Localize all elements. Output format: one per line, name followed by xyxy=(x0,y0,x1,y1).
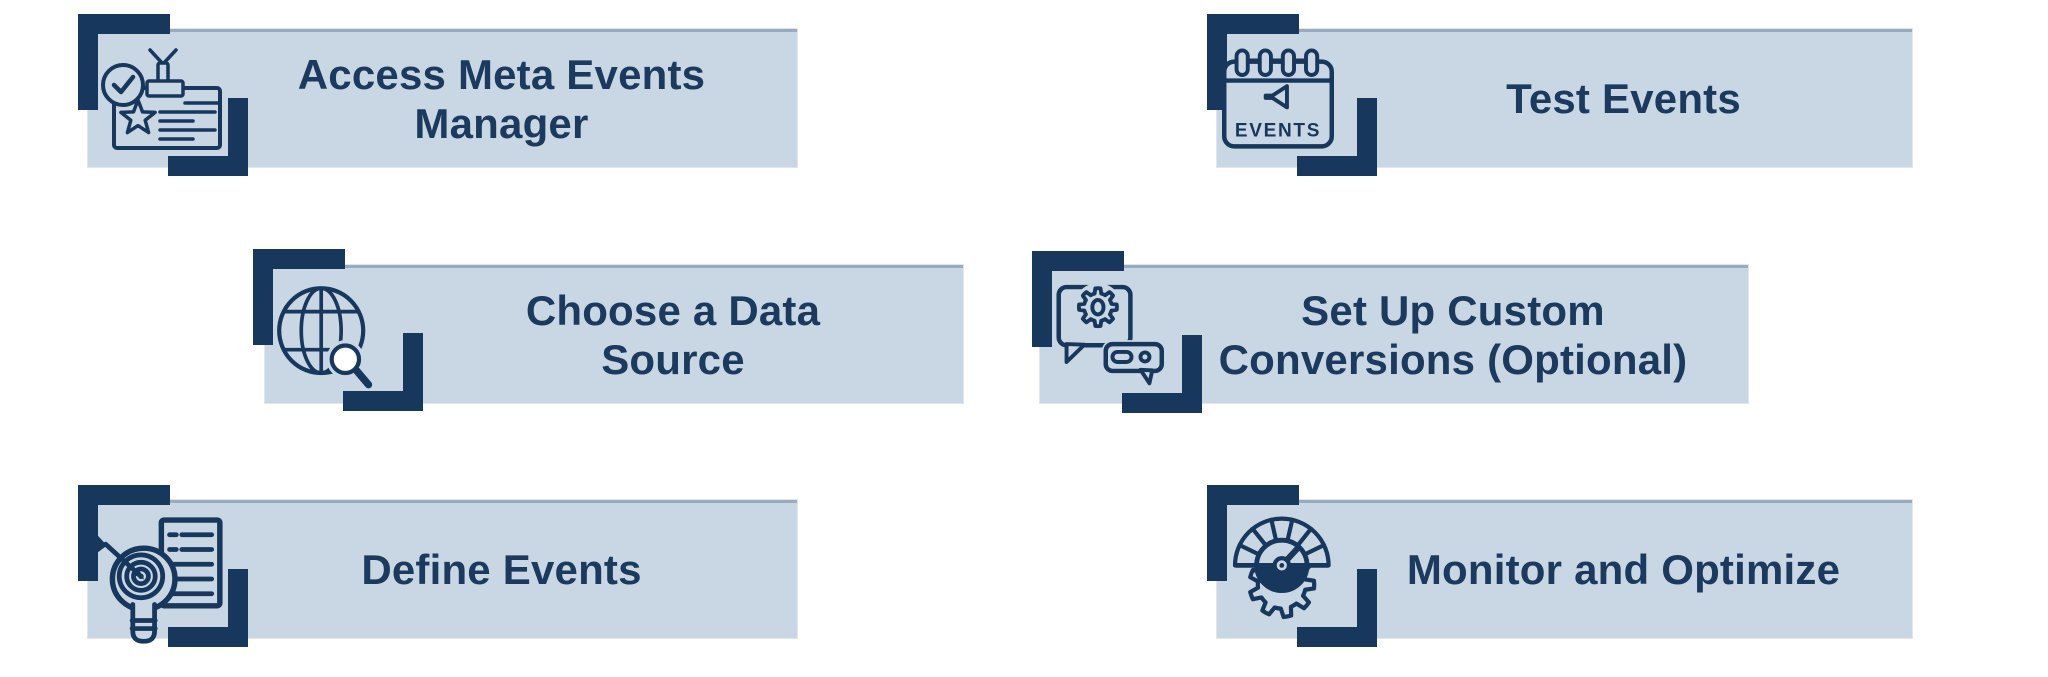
step-label-line: Monitor and Optimize xyxy=(1406,546,1841,594)
step-label: Set Up Custom Conversions (Optional) xyxy=(1219,287,1688,384)
bracket-top-left-decoration xyxy=(1032,251,1124,347)
bracket-top-left-decoration xyxy=(253,249,345,345)
step-banner: Monitor and Optimize xyxy=(1217,500,1912,638)
step-label: Define Events xyxy=(361,546,641,595)
step-label-line: Choose a Data xyxy=(525,286,821,334)
bracket-bottom-right-decoration xyxy=(1122,335,1202,413)
step-label: Monitor and Optimize xyxy=(1407,546,1840,595)
badge-check-icon xyxy=(101,46,223,158)
step-label: Access Meta Events Manager xyxy=(298,51,705,148)
step-label-line: Set Up Custom xyxy=(1301,286,1605,334)
step-label-line: Define Events xyxy=(361,546,642,594)
bracket-bottom-right-decoration xyxy=(168,98,248,176)
bracket-top-left-decoration xyxy=(78,485,170,581)
step-label-line: Test Events xyxy=(1506,75,1741,123)
step-label-line: Source xyxy=(601,335,745,383)
bracket-bottom-right-decoration xyxy=(168,569,248,647)
bracket-bottom-right-decoration xyxy=(343,333,423,411)
bracket-bottom-right-decoration xyxy=(1297,569,1377,647)
step-banner: Set Up Custom Conversions (Optional) xyxy=(1040,265,1748,403)
bracket-top-left-decoration xyxy=(1207,485,1299,581)
idea-target-doc-icon xyxy=(92,516,228,650)
step-label-line: Manager xyxy=(414,99,589,147)
step-label: Test Events xyxy=(1506,75,1741,124)
step-label-line: Conversions (Optional) xyxy=(1218,335,1688,383)
svg-text:EVENTS: EVENTS xyxy=(1235,120,1321,141)
step-label: Choose a Data Source xyxy=(526,287,820,384)
chat-gear-icon xyxy=(1052,277,1165,400)
gauge-gear-icon xyxy=(1229,515,1349,641)
globe-search-icon xyxy=(275,283,380,391)
bracket-top-left-decoration xyxy=(78,14,170,110)
step-banner: Choose a Data Source xyxy=(265,265,963,403)
bracket-bottom-right-decoration xyxy=(1297,98,1377,176)
step-label-line: Access Meta Events xyxy=(297,50,706,98)
events-calendar-icon: EVENTS xyxy=(1222,46,1334,162)
